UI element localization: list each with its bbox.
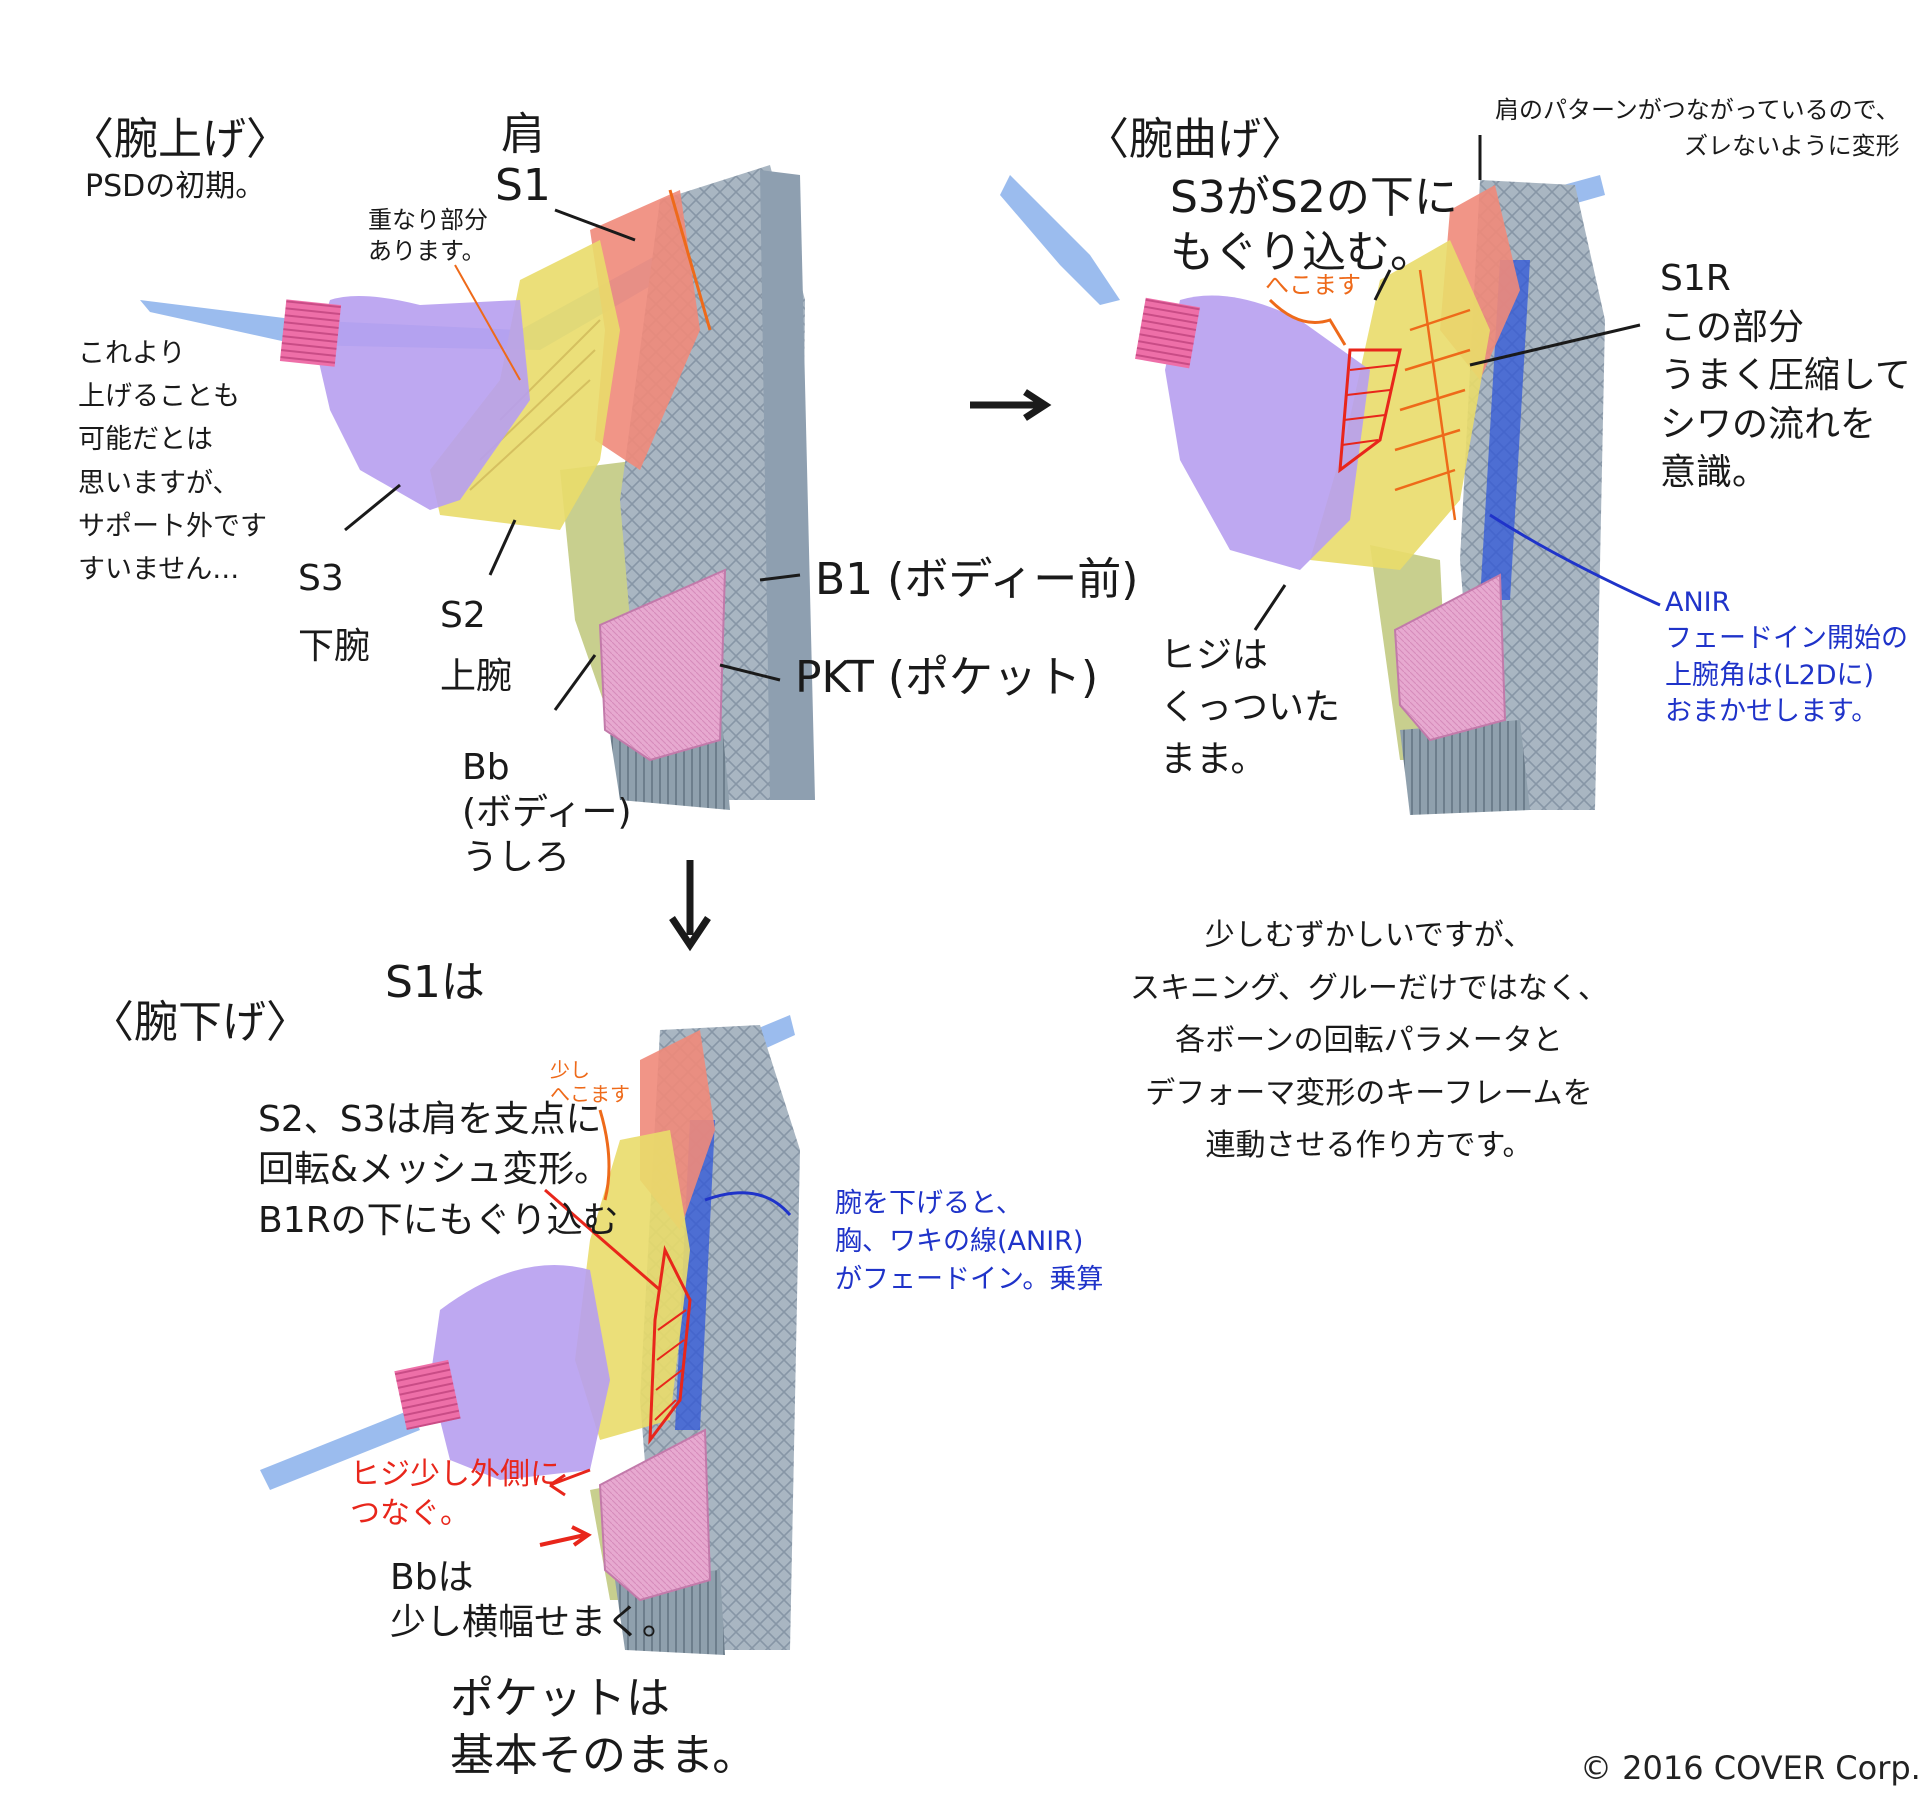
lower-red-hatch-lines (654, 1309, 687, 1421)
raise-orange-overlap-line (454, 264, 521, 381)
lower-red-hatch (648, 1245, 692, 1445)
bend-red-hatch-lines (1341, 364, 1396, 446)
lower-panel-figure (260, 1015, 800, 1655)
raise-pocket (598, 568, 727, 762)
raise-bb-label: Bb (ボディー) うしろ (462, 747, 632, 878)
raise-side-note: これより 上げることも 可能だとは 思いますが、 サポート外です すいません… (78, 338, 267, 585)
lower-forearm-s3 (430, 1265, 610, 1480)
bend-top-note: 肩のパターンがつながっているので、 ズレないように変形 (1495, 96, 1900, 160)
arrow-down (669, 860, 711, 952)
lower-elbow-note: ヒジ少し外側に つなぐ。 (350, 1457, 560, 1531)
bend-elbow-note: ヒジは くっついた まま。 (1160, 635, 1341, 781)
bend-pocket (1393, 573, 1507, 742)
bend-orange-dent (1268, 298, 1347, 346)
raise-overlap-label: 重なり部分 あります。 (368, 206, 488, 265)
bend-s3-note: S3がS2の下に もぐり込む。 (1170, 172, 1458, 278)
lower-red-pointer (544, 1188, 661, 1292)
bend-hekomasu-note: へこます (1265, 271, 1361, 299)
bend-red-hatch (1338, 348, 1402, 474)
lower-s1-note: S1は (385, 957, 485, 1008)
bend-pointer-lines (1253, 135, 1641, 631)
raise-subtitle: PSDの初期。 (85, 169, 266, 204)
lower-cuff (394, 1359, 461, 1430)
lower-blue-pointer (704, 1191, 792, 1216)
raise-pointer-lines (344, 208, 801, 711)
bend-forearm-s3 (1165, 295, 1370, 570)
arrow-right (970, 389, 1052, 421)
summary-note: 少しむずかしいですが、 スキニング、グルーだけではなく、 各ボーンの回転パラメー… (1130, 918, 1608, 1163)
copyright: © 2016 COVER Corp. (1580, 1749, 1920, 1787)
lower-pocket (598, 1428, 712, 1602)
raise-panel-figure (140, 165, 815, 810)
lower-s2s3-note: S2、S3は肩を支点に 回転&メッシュ変形。 B1Rの下にもぐり込む (258, 1099, 619, 1241)
bend-orange-hatch (1394, 269, 1471, 521)
lower-title: 〈腕下げ〉 (90, 997, 310, 1048)
raise-forearm-s3 (315, 296, 530, 510)
bend-upper-arm-s2 (1310, 240, 1490, 570)
lower-pocket-note: ポケットは 基本そのまま。 (450, 1673, 757, 1782)
raise-b1-label: B1 (ボディー前) (815, 554, 1139, 605)
bend-anir-note: ANIR フェードイン開始の 上腕角は(L2Dに) おまかせします。 (1665, 587, 1908, 728)
bend-arm-bone-upper (1000, 175, 1120, 305)
bend-blue-pointer (1489, 513, 1661, 607)
lower-sukoshi-note: 少し へこます (550, 1058, 630, 1106)
bend-title: 〈腕曲げ〉 (1085, 114, 1305, 165)
lower-red-bb-arrow (539, 1525, 592, 1547)
raise-shoulder-label: 肩 S1 (495, 109, 551, 211)
raise-pkt-label: PKT (ポケット) (795, 652, 1099, 703)
raise-s2-label: S2 上腕 (440, 595, 513, 698)
lower-bb-note: Bbは 少し横幅せまく。 (390, 1557, 679, 1643)
raise-cuff (279, 299, 342, 367)
bend-hem-rib (1400, 720, 1530, 815)
raise-orange-guide (668, 189, 712, 331)
raise-shoulder-s1 (590, 190, 700, 470)
raise-body-front-placket (760, 170, 815, 800)
bend-s1r-note: S1R この部分 うまく圧縮して シワの流れを 意識。 (1660, 258, 1911, 494)
raise-s3-label: S3 下腕 (298, 558, 371, 668)
lower-orange-dent (598, 1109, 611, 1201)
lower-red-elbow-pointer (549, 1468, 591, 1497)
bend-panel-figure (1000, 135, 1661, 815)
lower-arm-bone-forearm (260, 1410, 420, 1490)
lower-fadein-note: 腕を下げると、 胸、ワキの線(ANIR) がフェードイン。乗算 (835, 1188, 1104, 1295)
raise-title: 〈腕上げ〉 (70, 114, 290, 165)
bend-cuff (1135, 297, 1200, 369)
